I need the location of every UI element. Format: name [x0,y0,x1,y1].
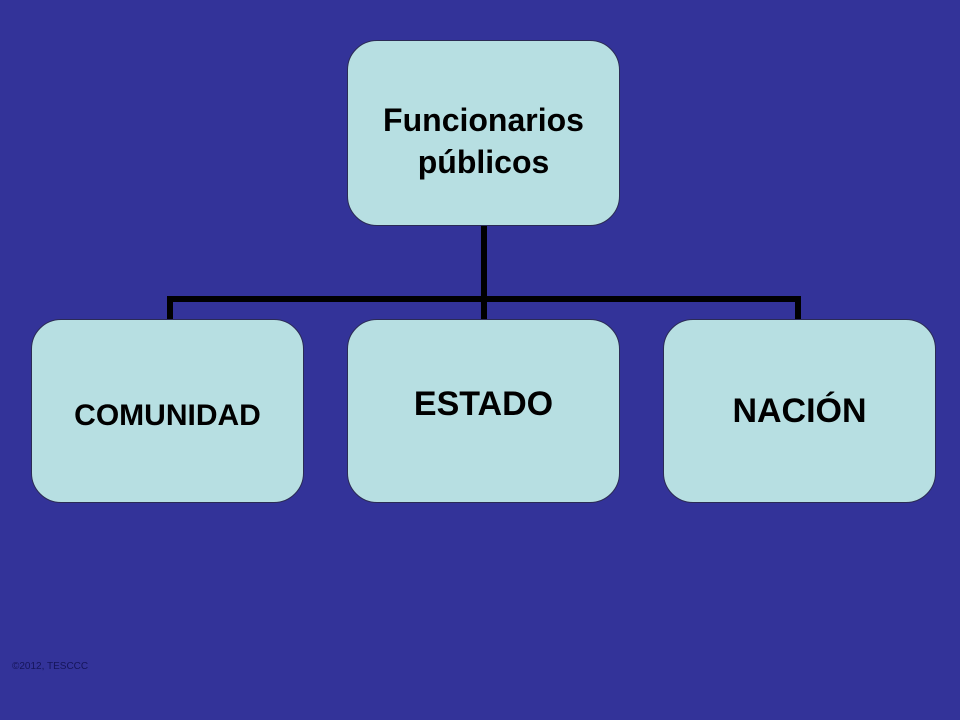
child-node-comunidad: COMUNIDAD [31,319,304,503]
root-node-funcionarios-publicos: Funcionarios públicos [347,40,620,226]
child-node-label: COMUNIDAD [74,399,261,432]
child-node-estado: ESTADO [347,319,620,503]
copyright-notice: ©2012, TESCCC [12,661,89,672]
child-node-nacion: NACIÓN [663,319,936,503]
child-node-label: ESTADO [413,384,554,423]
child-node-label: NACIÓN [732,391,867,430]
root-node-label: Funcionarios públicos [383,102,584,180]
